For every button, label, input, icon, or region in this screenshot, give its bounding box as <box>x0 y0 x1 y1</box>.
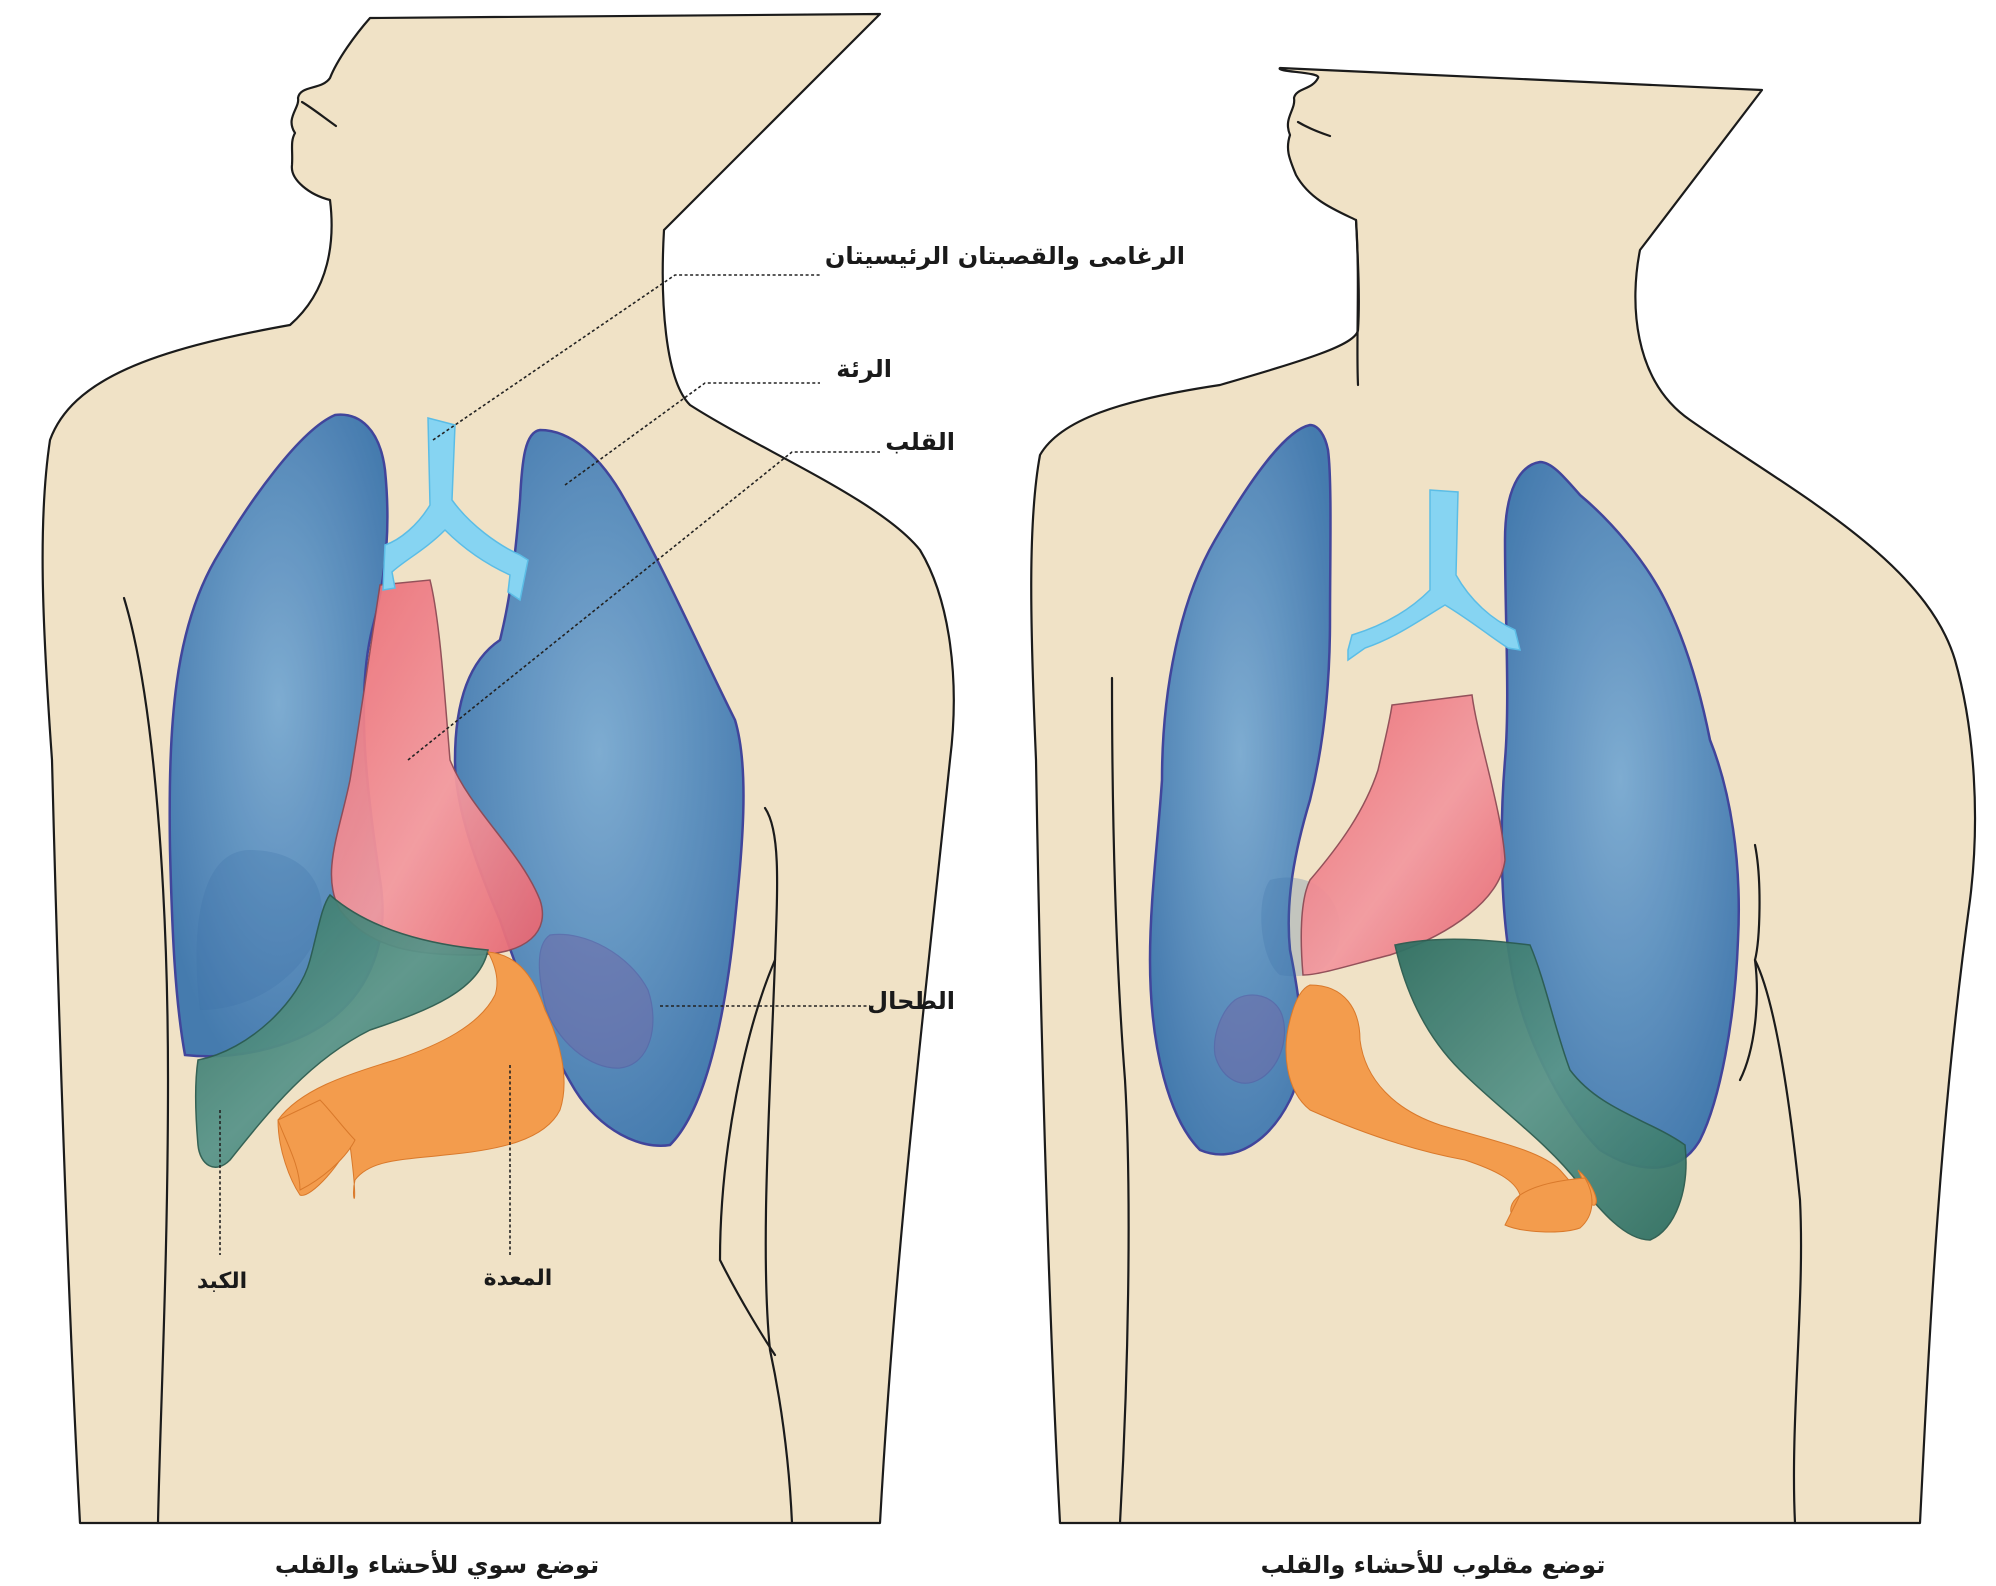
leader-lung <box>564 382 820 486</box>
label-trachea: الرغامى والقصبتان الرئيسيتان <box>825 242 1185 270</box>
normal-mouth-line <box>300 100 338 128</box>
normal-left-lung <box>453 428 745 1147</box>
normal-spleen <box>538 933 654 1069</box>
inverted-left-arm-line <box>1110 676 1130 1525</box>
inverted-figure: توضع مقلوب للأحشاء والقلب <box>1030 66 1977 1579</box>
inverted-liver <box>1394 938 1687 1241</box>
inverted-trachea <box>1347 489 1522 662</box>
inverted-left-lung <box>1148 423 1332 1156</box>
caption-normal: توضع سوي للأحشاء والقلب <box>275 1550 599 1579</box>
normal-armpit-line <box>718 958 777 1357</box>
leader-trachea <box>432 274 820 441</box>
inverted-armpit-line <box>1753 958 1803 1525</box>
label-stomach: المعدة <box>484 1266 553 1291</box>
inverted-heart <box>1300 694 1506 976</box>
normal-right-lung-shade <box>196 850 322 1010</box>
inverted-spleen <box>1213 994 1286 1084</box>
caption-inverted: توضع مقلوب للأحشاء والقلب <box>1261 1550 1606 1579</box>
inverted-mouth-line <box>1296 120 1332 138</box>
inverted-neck-line <box>1354 218 1360 387</box>
label-liver: الكبد <box>197 1269 247 1294</box>
inverted-right-lung <box>1500 460 1741 1169</box>
normal-figure: الرغامى والقصبتان الرئيسيتان الرئة القلب… <box>41 12 1185 1579</box>
leader-heart <box>407 451 880 761</box>
inverted-stomach-tail <box>1504 1177 1593 1233</box>
normal-liver <box>195 893 489 1168</box>
label-spleen: الطحال <box>867 987 955 1015</box>
normal-trachea <box>382 417 529 602</box>
normal-left-arm-line <box>122 596 170 1525</box>
label-lung: الرئة <box>836 355 892 383</box>
normal-stomach-tail <box>277 1099 356 1191</box>
normal-right-arm-line <box>763 806 794 1525</box>
label-heart: القلب <box>885 428 955 456</box>
